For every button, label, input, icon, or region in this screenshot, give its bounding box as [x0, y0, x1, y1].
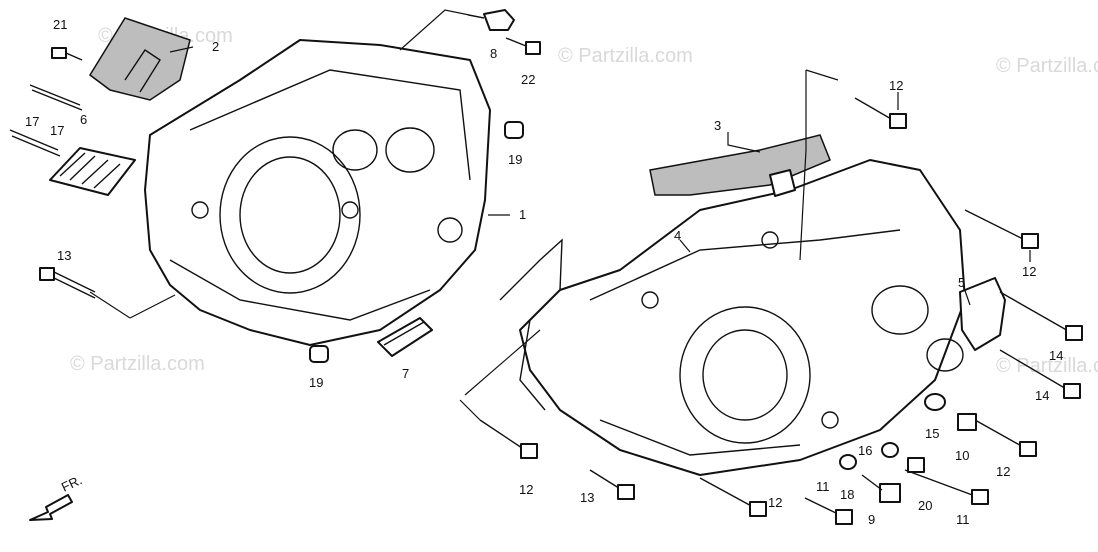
callout-17-b: 17 — [50, 123, 64, 138]
callout-10: 10 — [955, 448, 969, 463]
watermark-top-center: © Partzilla.com — [558, 45, 693, 67]
part-16-washer — [881, 442, 899, 458]
part-17-studs — [9, 84, 83, 157]
part-12-bolt-bottom-left — [479, 419, 538, 459]
callout-4: 4 — [674, 228, 681, 243]
part-12-bolt-right — [964, 209, 1039, 249]
part-9-plug — [861, 474, 901, 503]
part-21-bolt — [51, 47, 83, 61]
part-20-bolt — [907, 457, 925, 473]
watermark-bottom-left: © Partzilla.com — [70, 353, 205, 375]
front-direction-indicator: FR. — [29, 472, 84, 521]
callout-1: 1 — [519, 207, 526, 222]
front-arrow-icon — [29, 494, 73, 521]
callout-16: 16 — [858, 443, 872, 458]
callout-22: 22 — [521, 72, 535, 87]
front-label: FR. — [59, 472, 84, 494]
callout-19-bottom: 19 — [309, 375, 323, 390]
watermark-top-right: © Partzilla.com — [996, 55, 1098, 77]
part-13-bolt-bottom — [589, 469, 635, 500]
part-2-cover-plate — [89, 17, 191, 101]
part-19-dowel-top — [504, 121, 524, 139]
left-crankcase-half — [144, 39, 491, 346]
callout-12-bottom: 12 — [768, 495, 782, 510]
callout-19-top: 19 — [508, 152, 522, 167]
callout-12-top: 12 — [889, 78, 903, 93]
part-12-bolt-top — [854, 97, 907, 129]
callout-6: 6 — [80, 112, 87, 127]
callout-7: 7 — [402, 366, 409, 381]
callout-14-a: 14 — [1049, 348, 1063, 363]
part-12-bolt-lower-right — [974, 419, 1037, 457]
callout-17-a: 17 — [25, 114, 39, 129]
callout-12-lower-right: 12 — [996, 464, 1010, 479]
callout-8: 8 — [490, 46, 497, 61]
callout-11-left: 11 — [816, 479, 830, 494]
part-14-bolt-a — [999, 291, 1083, 341]
callout-11-right: 11 — [956, 512, 970, 527]
part-7-grommet — [377, 317, 433, 357]
leader-lines — [89, 9, 1031, 421]
callout-13-bottom: 13 — [580, 490, 594, 505]
callout-21: 21 — [53, 17, 67, 32]
callout-12-bottom-left: 12 — [519, 482, 533, 497]
part-8-bracket — [483, 9, 515, 31]
part-22-bolt — [505, 37, 541, 55]
part-5-cover — [959, 277, 1006, 351]
part-12-bolt-bottom-center — [699, 477, 767, 517]
callout-14-b: 14 — [1035, 388, 1049, 403]
gasket-outline — [499, 238, 563, 411]
callout-13-left: 13 — [57, 248, 71, 263]
callout-2: 2 — [212, 39, 219, 54]
part-14-bolt-b — [999, 349, 1081, 399]
callout-20: 20 — [918, 498, 932, 513]
part-11-bolt-left — [804, 497, 853, 525]
callout-3: 3 — [714, 118, 721, 133]
part-6-screen — [49, 147, 136, 196]
right-crankcase-half — [519, 159, 966, 476]
callout-18: 18 — [840, 487, 854, 502]
part-19-dowel-bottom — [309, 345, 329, 363]
callout-5: 5 — [958, 275, 965, 290]
callout-9: 9 — [868, 512, 875, 527]
watermark-bottom-right: © Partzilla.com — [996, 355, 1098, 377]
part-11-bolt-right — [904, 469, 989, 505]
part-15-washer — [924, 393, 946, 411]
part-3-stay — [649, 134, 831, 197]
callout-12-right: 12 — [1022, 264, 1036, 279]
part-18-washer — [839, 454, 857, 470]
part-13-bolt-left — [39, 267, 96, 299]
callout-labels: 1 2 3 4 5 6 7 8 9 10 11 11 12 12 12 12 1… — [25, 17, 1063, 527]
callout-15: 15 — [925, 426, 939, 441]
part-10-bolt — [957, 413, 977, 431]
